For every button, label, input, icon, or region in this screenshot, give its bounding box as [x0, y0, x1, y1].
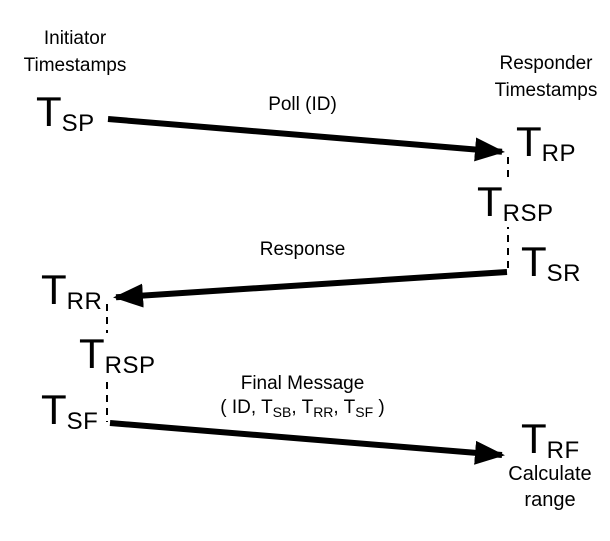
timestamp-trf-sub: RF	[546, 437, 580, 464]
timestamp-tsr: TSR	[521, 238, 581, 286]
final-param-tsb-sub: SB	[272, 404, 292, 420]
final-param-trr-main: T	[301, 397, 314, 418]
poll-arrow	[107, 116, 505, 162]
timestamp-trsp-initiator: TRSP	[79, 333, 159, 379]
final-message-title: Final Message	[240, 373, 365, 394]
response-arrow	[113, 269, 508, 308]
timestamp-trf-main: T	[521, 415, 547, 462]
timestamp-tsf-main: T	[41, 386, 67, 433]
poll-message-label: Poll (ID)	[268, 94, 337, 115]
calculate-range-line1: Calculate	[508, 463, 592, 485]
final-message-label: Final Message ( ID, TSB, TRR, TSF )	[190, 372, 415, 420]
final-params-comma2: ,	[333, 397, 344, 418]
initiator-header-line1: Initiator	[43, 28, 107, 49]
timestamp-tsp-main: T	[36, 88, 62, 135]
timestamp-trsp-initiator-sub: RSP	[104, 352, 156, 379]
final-message-params: ( ID, TSB, TRR, TSF )	[190, 396, 415, 420]
initiator-header-line2: Timestamps	[23, 55, 127, 76]
responder-timestamps-header: Responder Timestamps	[482, 50, 610, 104]
final-param-trr-sub: RR	[313, 404, 334, 420]
final-params-open: ( ID,	[220, 397, 262, 418]
final-param-tsb-main: T	[261, 397, 273, 418]
timestamp-trf: TRF	[521, 415, 580, 463]
final-arrow	[109, 420, 505, 465]
timestamp-trsp-responder: TRSP	[477, 181, 557, 227]
timestamp-trr-sub: RR	[66, 288, 103, 315]
response-message-label: Response	[259, 239, 346, 260]
timestamp-tsr-sub: SR	[546, 260, 581, 287]
timestamp-trsp-initiator-main: T	[79, 330, 105, 377]
calculate-range-line2: range	[524, 489, 576, 511]
timestamp-trr: TRR	[41, 266, 102, 314]
timestamp-tsp: TSP	[36, 88, 95, 136]
timestamp-tsf-sub: SF	[66, 408, 99, 435]
timestamp-trsp-responder-main: T	[477, 178, 503, 225]
final-params-close: )	[373, 397, 385, 418]
timestamp-tsf: TSF	[41, 386, 98, 434]
timestamp-trp-sub: RP	[541, 140, 576, 167]
timestamp-trp-main: T	[516, 118, 542, 165]
calculate-range-note: Calculate range	[490, 461, 610, 513]
final-params-comma1: ,	[291, 397, 302, 418]
timestamp-trr-main: T	[41, 266, 67, 313]
responder-header-line2: Timestamps	[494, 80, 598, 101]
responder-header-line1: Responder	[499, 53, 593, 74]
final-param-tsf-main: T	[343, 397, 356, 418]
timestamp-trsp-responder-sub: RSP	[502, 200, 554, 227]
final-param-tsf-sub: SF	[355, 404, 374, 420]
initiator-timestamps-header: Initiator Timestamps	[6, 25, 144, 79]
timestamp-tsp-sub: SP	[61, 110, 95, 137]
timestamp-trp: TRP	[516, 118, 576, 166]
timestamp-tsr-main: T	[521, 238, 547, 285]
